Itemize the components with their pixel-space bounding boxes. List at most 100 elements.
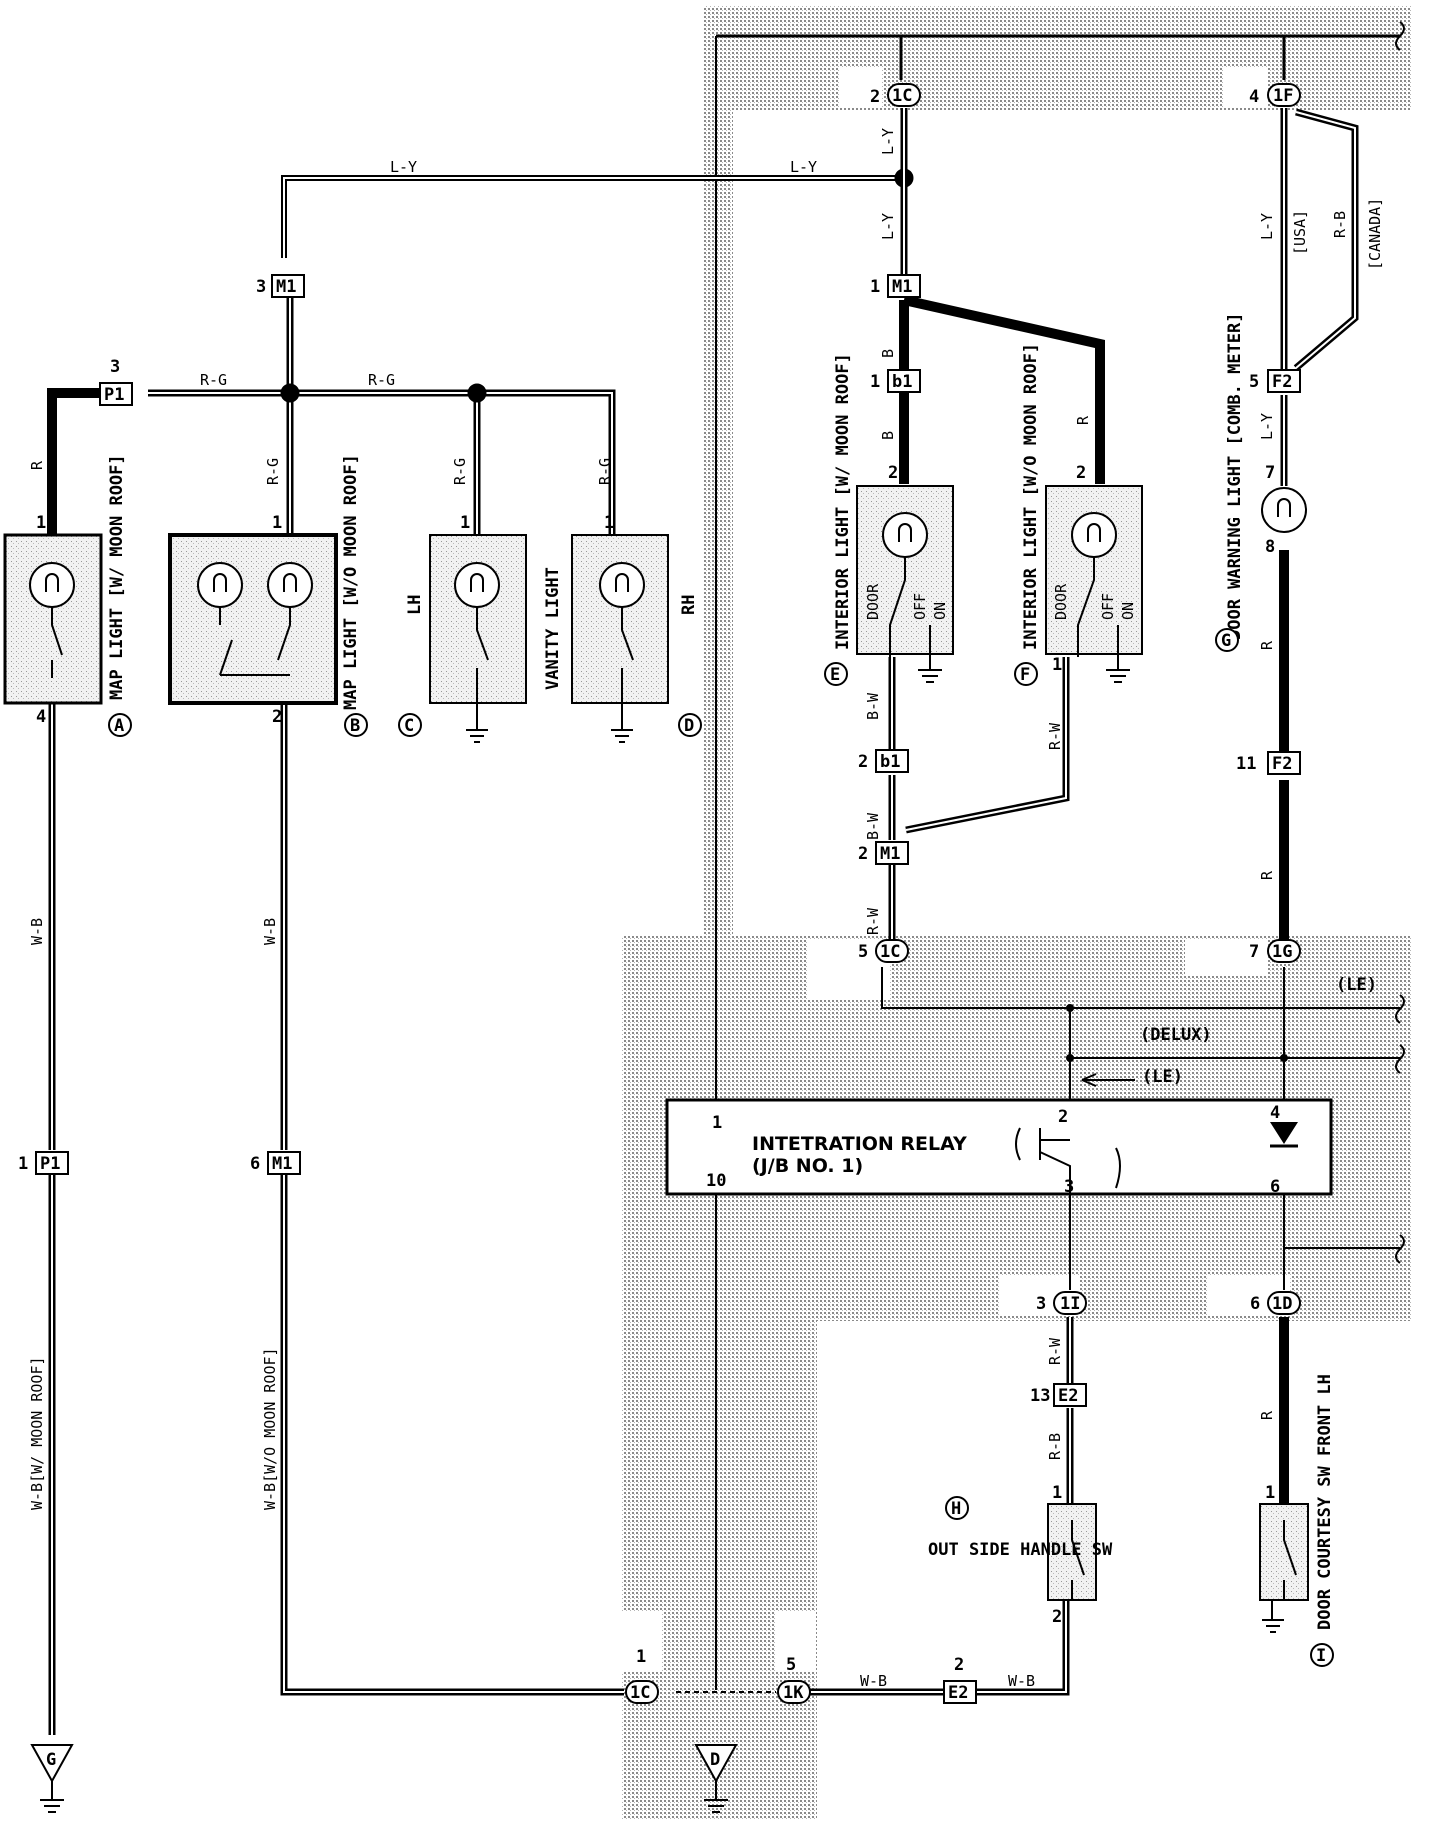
label-usa: [USA] — [1291, 210, 1309, 255]
svg-text:1: 1 — [870, 372, 880, 392]
label-bw-2: B-W — [864, 812, 882, 840]
label-ly-v4: L-Y — [1258, 413, 1276, 440]
label-rw-2: R-W — [864, 907, 882, 935]
wire-rg-bus — [47, 290, 616, 535]
svg-text:M1: M1 — [880, 844, 900, 864]
door-label-e: DOOR — [864, 583, 882, 620]
connector-p1-top: P1 — [99, 382, 133, 406]
interior-moon-label: INTERIOR LIGHT [W/ MOON ROOF] — [833, 353, 853, 650]
svg-text:1I: 1I — [1060, 1294, 1080, 1314]
svg-text:1C: 1C — [880, 942, 900, 962]
on-label-e: ON — [931, 602, 949, 620]
svg-text:H: H — [951, 1499, 961, 1519]
tag-f: F — [1014, 662, 1038, 686]
svg-text:1D: 1D — [1272, 1294, 1292, 1314]
svg-text:F2: F2 — [1272, 754, 1292, 774]
svg-text:4: 4 — [1270, 1103, 1280, 1123]
label-wb-3: W-B — [860, 1672, 887, 1690]
svg-text:1: 1 — [1052, 655, 1062, 675]
svg-text:1C: 1C — [892, 86, 912, 106]
svg-text:1: 1 — [870, 277, 880, 297]
label-wb-moon: W-B[W/ MOON ROOF] — [28, 1356, 46, 1510]
svg-text:M1: M1 — [272, 1154, 292, 1174]
svg-text:5: 5 — [786, 1655, 796, 1675]
svg-text:3: 3 — [110, 357, 120, 377]
label-wb-4: W-B — [1008, 1672, 1035, 1690]
label-le-2: (LE) — [1142, 1067, 1183, 1087]
off-label-f: OFF — [1099, 593, 1117, 620]
svg-text:7: 7 — [1249, 942, 1259, 962]
label-r-3: R — [1258, 640, 1276, 650]
vertical-labels: L-Y L-Y L-Y [USA] R-B [CANADA] L-Y R R-G… — [28, 128, 1384, 1510]
svg-text:M1: M1 — [276, 277, 296, 297]
lh-label: LH — [405, 595, 425, 615]
tag-a: A — [108, 713, 132, 737]
rh-label: RH — [679, 595, 699, 615]
integration-relay — [665, 1098, 1333, 1196]
label-delux: (DELUX) — [1140, 1025, 1212, 1045]
ground-g-label: G — [46, 1750, 56, 1770]
letter-tags: A B C D E F G H I G D — [46, 628, 1334, 1770]
svg-text:1: 1 — [604, 513, 614, 533]
label-rg-1: R-G — [200, 371, 227, 389]
svg-text:b1: b1 — [892, 372, 912, 392]
label-b-2: B — [879, 431, 897, 440]
relay-sub: (J/B NO. 1) — [752, 1155, 863, 1177]
connector-p1-bottom: P1 — [35, 1151, 69, 1175]
svg-text:E2: E2 — [1058, 1386, 1078, 1406]
connector-b1-bottom: b1 — [875, 749, 909, 773]
map-light-nomoon-label: MAP LIGHT [W/O MOON ROOF] — [341, 454, 361, 710]
svg-text:6: 6 — [1270, 1177, 1280, 1197]
svg-text:3: 3 — [256, 277, 266, 297]
svg-text:I: I — [1316, 1646, 1326, 1666]
connector-1c-bottom: 1C — [625, 1680, 659, 1704]
tag-i: I — [1310, 1643, 1334, 1667]
wire-interior-outputs — [888, 657, 1070, 940]
svg-text:2: 2 — [272, 707, 282, 727]
label-r-5: R — [1258, 1410, 1276, 1420]
door-label-f: DOOR — [1052, 583, 1070, 620]
svg-text:2: 2 — [1052, 1607, 1062, 1627]
pin-numbers: 2 4 3 1 3 1 5 1 1 1 1 2 2 7 8 4 2 1 2 11… — [18, 87, 1280, 1675]
tag-g: G — [1215, 628, 1239, 652]
connector-m1-lower: M1 — [875, 841, 909, 865]
interior-nomoon-label: INTERIOR LIGHT [W/O MOON ROOF] — [1021, 343, 1041, 650]
tag-h: H — [945, 1496, 969, 1520]
svg-text:4: 4 — [36, 707, 46, 727]
label-wb-1: W-B — [28, 918, 46, 945]
label-b-1: B — [879, 349, 897, 358]
svg-text:5: 5 — [858, 942, 868, 962]
svg-text:1F: 1F — [1273, 86, 1293, 106]
svg-text:G: G — [1221, 631, 1231, 651]
svg-text:D: D — [684, 716, 694, 736]
svg-text:2: 2 — [1076, 463, 1086, 483]
svg-text:5: 5 — [1249, 372, 1259, 392]
connector-e2-bottom: E2 — [943, 1680, 977, 1704]
label-r-1: R — [28, 460, 46, 470]
svg-text:1: 1 — [712, 1113, 722, 1133]
connector-f2-top: F2 — [1267, 369, 1301, 393]
connector-1f: 1F — [1267, 83, 1301, 107]
relay-title: INTETRATION RELAY — [752, 1133, 967, 1155]
connector-1k: 1K — [777, 1680, 811, 1704]
svg-text:1: 1 — [1052, 1483, 1062, 1503]
svg-text:6: 6 — [250, 1154, 260, 1174]
off-label-e: OFF — [911, 593, 929, 620]
svg-text:2: 2 — [858, 752, 868, 772]
label-rg-2: R-G — [368, 371, 395, 389]
tag-e: E — [824, 662, 848, 686]
tag-b: B — [344, 713, 368, 737]
connector-1i: 1I — [1053, 1291, 1087, 1315]
label-rg-v1: R-G — [264, 458, 282, 485]
door-courtesy-label: DOOR COURTESY SW FRONT LH — [1315, 1374, 1335, 1630]
connector-b1-top: b1 — [887, 369, 921, 393]
wire-b-m1 — [899, 295, 1105, 484]
wire-1f-f2 — [1280, 108, 1359, 371]
top-bus — [715, 21, 1405, 1690]
tag-c: C — [398, 713, 422, 737]
svg-text:1: 1 — [18, 1154, 28, 1174]
bottom-wire-labels: W-B W-B (LE) (DELUX) (LE) — [860, 975, 1377, 1690]
label-wb-2: W-B — [261, 918, 279, 945]
label-rg-v2: R-G — [451, 458, 469, 485]
svg-text:10: 10 — [706, 1171, 726, 1191]
